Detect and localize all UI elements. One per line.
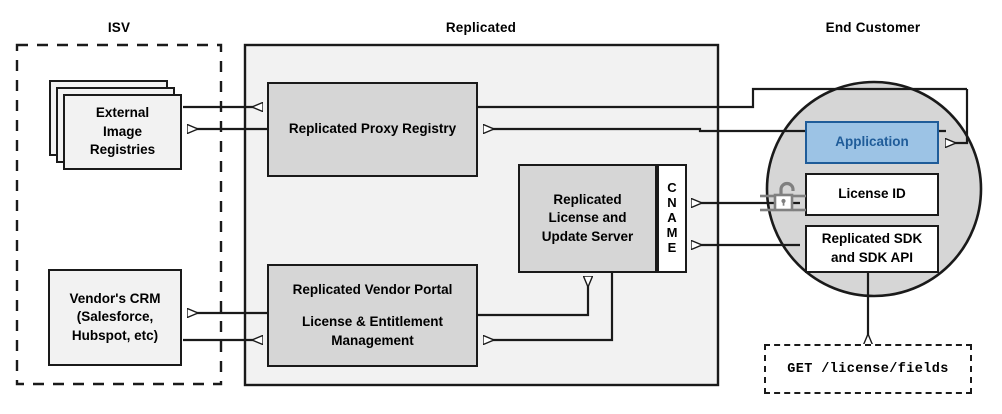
api-request-label: GET /license/fields [787, 361, 949, 377]
unlock-icon [773, 181, 795, 212]
replicated-sdk-line-1: Replicated SDK [821, 231, 923, 247]
isv-container [15, 43, 223, 386]
external-image-registries[interactable]: External Image Registries [63, 94, 182, 170]
replicated-license-update-server[interactable]: Replicated License and Update Server [518, 164, 657, 273]
column-title-replicated: Replicated [445, 20, 517, 35]
vendors-crm-line-2: (Salesforce, [76, 309, 154, 325]
edge-portal-to-license-server [478, 277, 588, 317]
api-request-box[interactable]: GET /license/fields [764, 344, 972, 394]
cname-letter-a: A [667, 210, 677, 226]
column-title-end-customer: End Customer [825, 20, 921, 35]
replicated-vendor-portal[interactable]: Replicated Vendor Portal License & Entit… [267, 264, 478, 367]
license-id[interactable]: License ID [805, 173, 939, 216]
license-update-server-line-2: License and [548, 210, 627, 226]
column-title-isv: ISV [107, 20, 131, 35]
cname-letter-n: N [667, 195, 677, 211]
license-id-label: License ID [838, 186, 906, 202]
cname-letter-c: C [667, 180, 677, 196]
replicated-proxy-registry[interactable]: Replicated Proxy Registry [267, 82, 478, 177]
license-update-server-line-1: Replicated [553, 191, 622, 207]
vendors-crm[interactable]: Vendor's CRM (Salesforce, Hubspot, etc) [48, 269, 182, 366]
cname-strip[interactable]: C N A M E [657, 164, 687, 273]
edge-license-server-to-portal [484, 272, 614, 340]
license-update-server-line-3: Update Server [541, 228, 634, 244]
external-image-registries-line-3: Registries [89, 142, 156, 158]
application[interactable]: Application [805, 121, 939, 164]
edge-proxy-to-application-head [946, 89, 969, 143]
vendors-crm-line-1: Vendor's CRM [69, 290, 161, 306]
replicated-sdk[interactable]: Replicated SDK and SDK API [805, 225, 939, 273]
vendor-portal-line-3: Management [331, 332, 414, 348]
external-image-registries-line-2: Image [102, 123, 143, 139]
edge-proxy-to-application [478, 87, 967, 109]
replicated-proxy-registry-label: Replicated Proxy Registry [288, 121, 457, 137]
application-label: Application [835, 134, 909, 150]
cname-letter-e: E [667, 239, 677, 255]
vendor-portal-line-1: Replicated Vendor Portal [292, 281, 453, 297]
cname-letter-m: M [666, 224, 678, 240]
replicated-sdk-line-2: and SDK API [830, 250, 913, 265]
vendors-crm-line-3: Hubspot, etc) [71, 327, 159, 343]
external-image-registries-line-1: External [95, 105, 150, 121]
vendor-portal-line-2: License & Entitlement [301, 314, 444, 330]
